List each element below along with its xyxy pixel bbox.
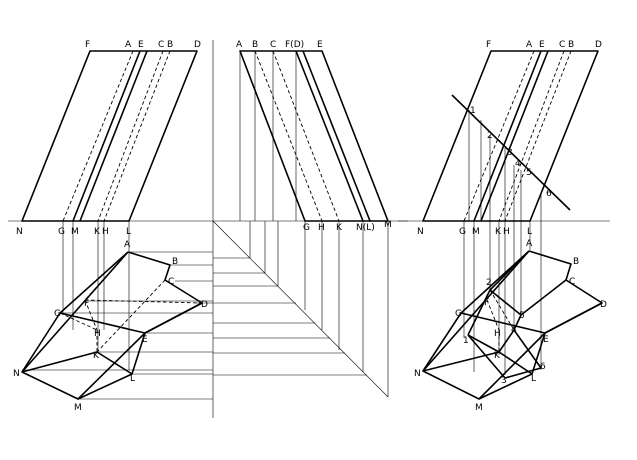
label-N: N	[13, 369, 20, 379]
label-3: 3	[501, 376, 507, 386]
label-H: H	[503, 227, 510, 237]
label-F: F	[486, 40, 491, 50]
section-point-labels: 1 2 3 4 5 6	[470, 106, 552, 199]
label-E: E	[317, 40, 323, 50]
label-M: M	[384, 220, 392, 230]
label-E: E	[142, 335, 148, 345]
label-H: H	[94, 329, 101, 339]
label-F: F	[85, 40, 90, 50]
label-K: K	[495, 227, 502, 237]
label-C: C	[559, 40, 565, 50]
label-D: D	[194, 40, 201, 50]
label-C: C	[569, 277, 575, 287]
label-B: B	[167, 40, 173, 50]
label-A: A	[125, 40, 132, 50]
top-right-labels: A B C D F G H E K N L M 1 2 3 4 5 6	[414, 239, 607, 413]
label-F: F	[84, 299, 89, 309]
front-right-top-labels: F A E C B D	[486, 40, 602, 50]
top-left-labels: A B C D F G H E K N L M	[13, 240, 208, 413]
label-E: E	[543, 335, 549, 345]
label-M: M	[475, 403, 483, 413]
label-6: 6	[546, 189, 552, 199]
label-A: A	[526, 40, 533, 50]
label-3: 3	[507, 148, 513, 158]
label-L: L	[126, 227, 131, 237]
side-view	[239, 50, 389, 222]
label-G: G	[459, 227, 466, 237]
label-G: G	[455, 309, 462, 319]
label-A: A	[526, 239, 533, 249]
label-D: D	[600, 300, 607, 310]
label-A: A	[124, 240, 131, 250]
top-view-left	[21, 251, 203, 400]
label-M: M	[71, 227, 79, 237]
label-4: 4	[515, 159, 521, 169]
label-B: B	[252, 40, 258, 50]
label-B: B	[573, 257, 579, 267]
top-view-right	[422, 250, 603, 400]
front-left-bottom-labels: N G M K H L	[16, 227, 131, 237]
front-projection-lines	[62, 221, 130, 370]
label-1: 1	[463, 336, 469, 346]
label-E: E	[138, 40, 144, 50]
label-F-D: F(D)	[285, 40, 304, 50]
label-C: C	[270, 40, 276, 50]
front-left-top-labels: F A E C B D	[85, 40, 201, 50]
label-G: G	[303, 223, 310, 233]
label-N-L: N(L)	[356, 223, 375, 233]
label-B: B	[172, 257, 178, 267]
label-N: N	[417, 227, 424, 237]
label-G: G	[54, 309, 61, 319]
label-4: 4	[511, 325, 517, 335]
label-D: D	[201, 300, 208, 310]
label-G: G	[58, 227, 65, 237]
label-L: L	[130, 374, 135, 384]
label-C: C	[158, 40, 164, 50]
label-5: 5	[526, 168, 532, 178]
side-projection-lines	[239, 51, 389, 397]
label-M: M	[74, 403, 82, 413]
right-projection-lines	[463, 110, 542, 375]
side-bottom-labels: G H K N(L) M	[303, 220, 392, 233]
label-E: E	[539, 40, 545, 50]
label-2: 2	[486, 278, 492, 288]
label-H: H	[102, 227, 109, 237]
label-K: K	[94, 227, 101, 237]
label-M: M	[472, 227, 480, 237]
label-L: L	[531, 374, 536, 384]
label-N: N	[16, 227, 23, 237]
miter-construction	[212, 220, 389, 398]
label-H: H	[494, 329, 501, 339]
label-1: 1	[470, 106, 476, 116]
front-right-bottom-labels: N G M K H L	[417, 227, 532, 237]
label-N: N	[414, 369, 421, 379]
label-D: D	[595, 40, 602, 50]
front-view-left	[21, 50, 198, 222]
label-H: H	[318, 223, 325, 233]
label-2: 2	[487, 131, 493, 141]
cutting-plane-line	[451, 94, 571, 211]
top-projection-lines	[22, 251, 213, 400]
label-B: B	[568, 40, 574, 50]
label-A: A	[236, 40, 243, 50]
label-L: L	[527, 227, 532, 237]
side-top-labels: A B C F(D) E	[236, 40, 323, 50]
label-K: K	[336, 223, 343, 233]
label-5: 5	[519, 311, 525, 321]
label-K: K	[494, 351, 501, 361]
label-K: K	[93, 351, 100, 361]
label-6: 6	[540, 362, 546, 372]
label-F: F	[484, 298, 489, 308]
label-C: C	[168, 277, 174, 287]
front-view-right	[422, 50, 599, 222]
